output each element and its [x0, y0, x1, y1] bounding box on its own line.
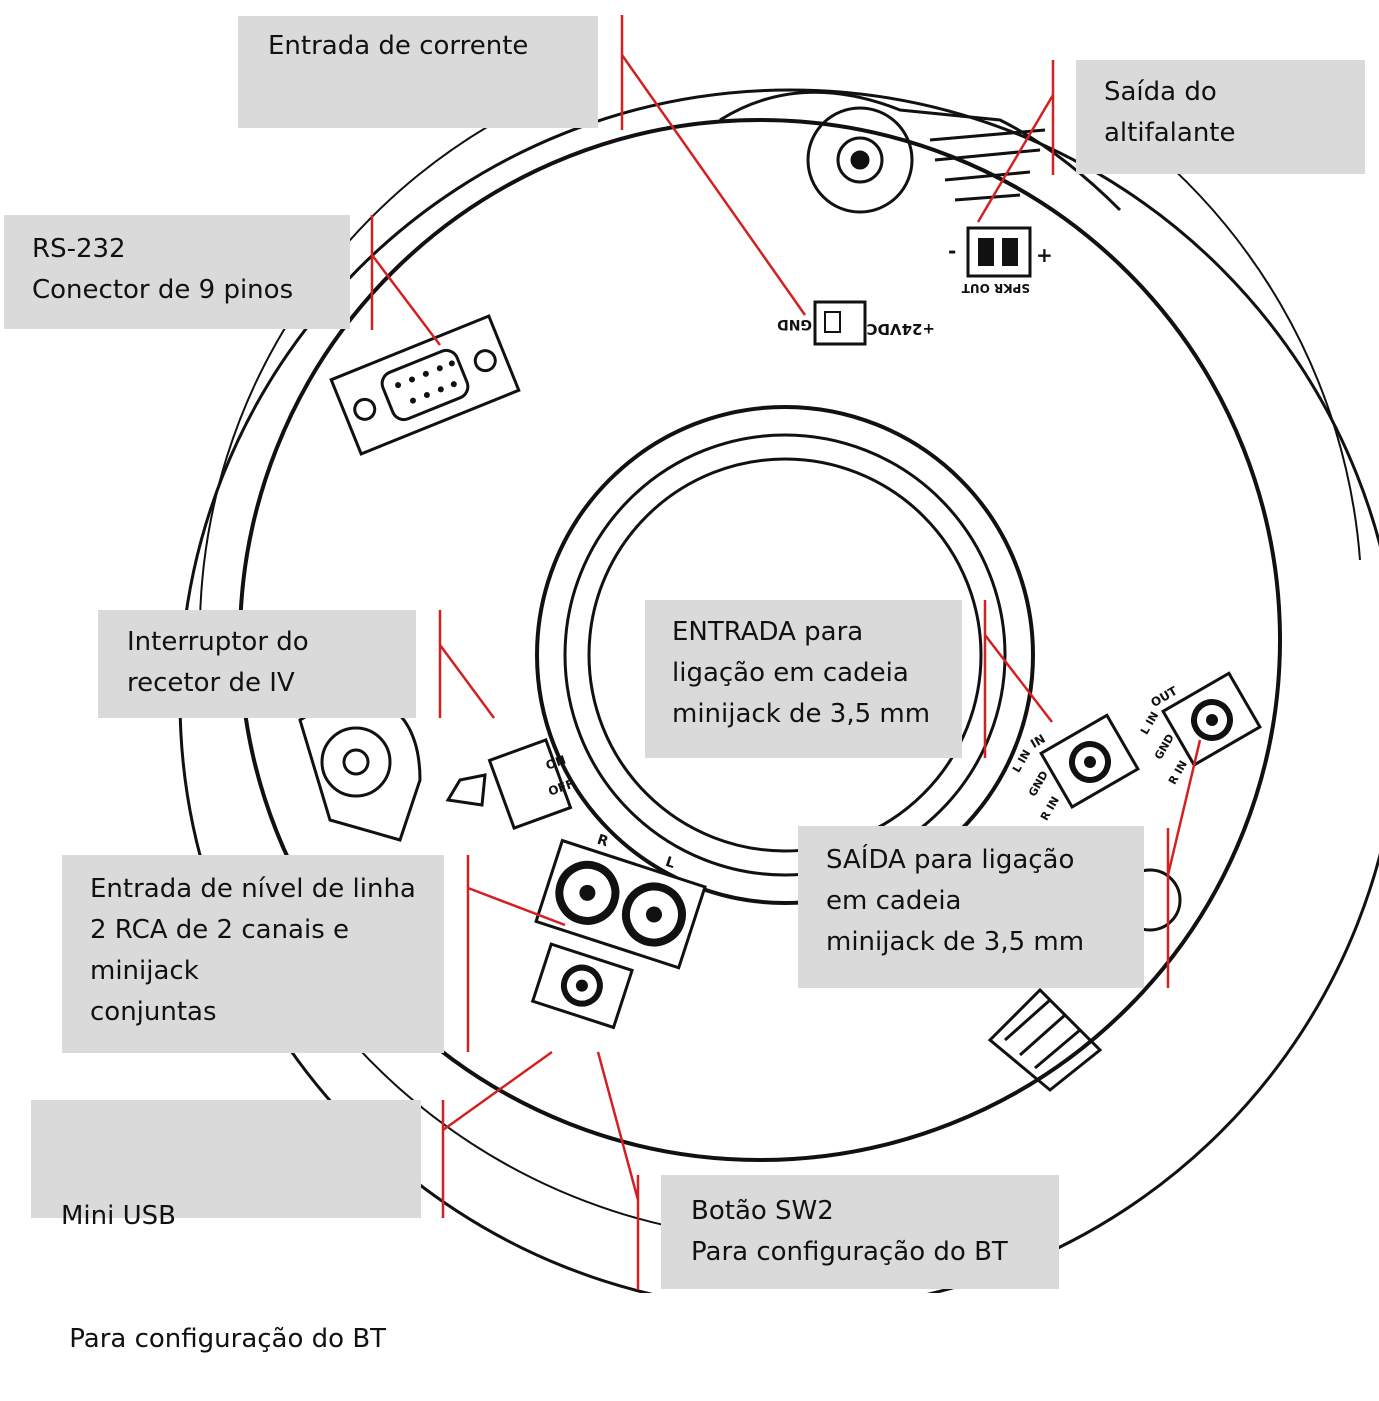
ir-switch-on-marking: ON — [544, 753, 568, 773]
inner-ring — [535, 405, 1035, 905]
speaker-plus-marking: + — [1036, 243, 1053, 267]
label-line-input-line4: conjuntas — [90, 997, 217, 1027]
label-speaker-output: Saída do altifalante — [1076, 60, 1365, 174]
speaker-terminal: - + SPKR OUT — [948, 226, 1053, 295]
callout-mini-usb — [441, 1050, 553, 1218]
label-sw2-button-line1: Botão SW2 — [691, 1196, 834, 1226]
daisy-in-marking: IN — [1028, 732, 1048, 751]
daisy-in-pin-gnd: GND — [1026, 769, 1051, 799]
daisy-in-jack: IN — [1028, 713, 1140, 810]
label-speaker-output-line2: altifalante — [1104, 118, 1236, 148]
daisy-out-pin-lin: L IN — [1138, 710, 1161, 737]
label-rs232: RS-232 Conector de 9 pinos — [4, 215, 350, 329]
label-daisy-out-line1: SAÍDA para ligação — [826, 845, 1075, 875]
callout-power — [620, 15, 807, 316]
label-rs232-line2: Conector de 9 pinos — [32, 275, 294, 305]
label-daisy-in: ENTRADA para ligação em cadeia minijack … — [645, 600, 962, 758]
callout-sw2 — [596, 1051, 640, 1290]
label-sw2-button-line2: Para configuração do BT — [691, 1237, 1008, 1267]
daisy-out-pin-rin: R IN — [1166, 758, 1190, 787]
callout-daisy-out — [1166, 739, 1202, 988]
daisy-in-pin-rin: R IN — [1038, 794, 1062, 823]
power-connector: GND +24VDC — [777, 300, 935, 346]
label-ir-switch: Interruptor do recetor de IV — [98, 610, 416, 718]
label-mini-usb-line2: Para configuração do BT — [61, 1324, 387, 1354]
label-line-input-line2: 2 RCA de 2 canais e — [90, 915, 350, 945]
label-power-input: Entrada de corrente — [238, 16, 598, 128]
label-ir-switch-line1: Interruptor do — [127, 627, 309, 657]
label-daisy-out-line2: em cadeia — [826, 886, 962, 916]
label-power-input-line1: Entrada de corrente — [268, 31, 529, 61]
label-rs232-line1: RS-232 — [32, 234, 126, 264]
label-daisy-in-line3: minijack de 3,5 mm — [672, 699, 931, 729]
callout-ir — [438, 610, 496, 719]
callout-line-input — [466, 855, 566, 1052]
label-speaker-output-line1: Saída do — [1104, 77, 1217, 107]
callout-rs232 — [370, 215, 441, 346]
label-daisy-in-line1: ENTRADA para — [672, 617, 864, 647]
line-minijack — [530, 942, 634, 1030]
label-mini-usb: Mini USB Para configuração do BT — [31, 1100, 421, 1354]
label-daisy-out-line3: minijack de 3,5 mm — [826, 927, 1085, 957]
daisy-out-pin-gnd: GND — [1152, 732, 1177, 762]
label-line-input-line1: Entrada de nível de linha — [90, 874, 416, 904]
label-mini-usb-line1: Mini USB — [61, 1201, 176, 1231]
speaker-minus-marking: - — [948, 239, 956, 263]
label-daisy-out: SAÍDA para ligação em cadeia minijack de… — [798, 826, 1144, 988]
label-line-input: Entrada de nível de linha 2 RCA de 2 can… — [62, 855, 444, 1053]
ir-switch: ON OFF — [445, 737, 576, 831]
callout-speaker — [976, 60, 1055, 223]
speaker-out-marking: SPKR OUT — [961, 281, 1030, 295]
label-line-input-line3: minijack — [90, 956, 199, 986]
rca-l-marking: L — [663, 854, 677, 872]
label-daisy-in-line2: ligação em cadeia — [672, 658, 909, 688]
callout-lines — [370, 15, 1202, 1290]
label-ir-switch-line2: recetor de IV — [127, 668, 295, 698]
callout-daisy-in — [983, 600, 1053, 758]
speaker-board-diagram: GND +24VDC - + SPKR OUT ON OFF R L — [178, 15, 1379, 1293]
power-gnd-marking: GND — [777, 316, 812, 332]
power-voltage-marking: +24VDC — [866, 320, 935, 338]
left-clamp — [298, 698, 422, 842]
db9-connector — [329, 314, 521, 456]
label-sw2-button: Botão SW2 Para configuração do BT — [661, 1175, 1059, 1289]
rca-r-marking: R — [595, 832, 610, 851]
rca-jacks: R L — [534, 832, 707, 970]
